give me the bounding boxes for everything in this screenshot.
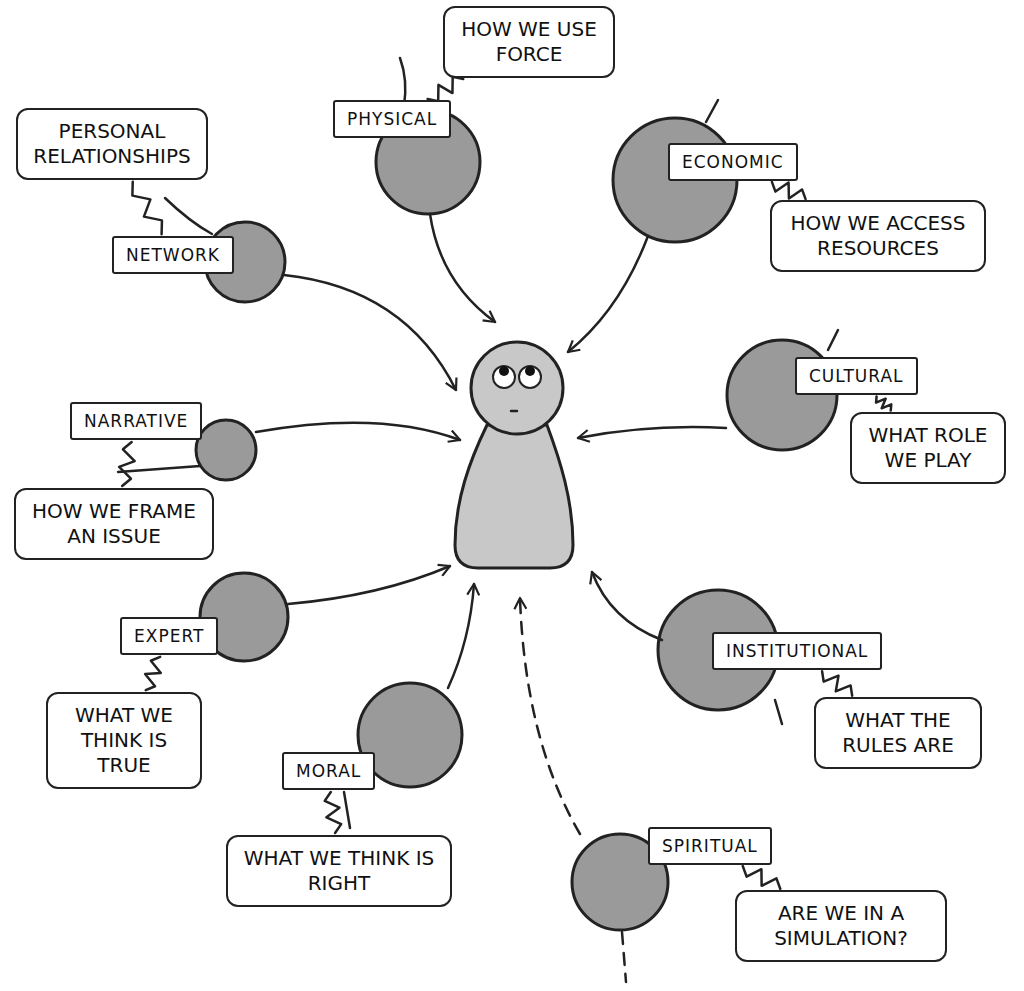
node-text: HOW WE ACCESS RESOURCES [782,211,974,261]
node-text: EXPERT [134,626,204,646]
stub-line [775,700,782,724]
person-pupil [499,366,509,376]
person-head [471,342,563,434]
callout-tail [743,866,781,889]
person-eye [493,366,515,388]
influence-arrow [284,275,456,390]
person-eye [519,366,541,388]
node-text: SPIRITUAL [662,836,758,856]
speech-bubble: HOW WE ACCESS RESOURCES [770,200,986,272]
node-text: PHYSICAL [347,109,437,129]
callout-tail [428,77,464,101]
category-label: MORAL [282,752,375,790]
person-body [455,425,573,568]
power-circle [196,420,256,480]
influence-arrow [256,423,460,440]
node-text: CULTURAL [809,366,904,386]
category-label: NETWORK [112,236,234,274]
node-text: PERSONAL RELATIONSHIPS [28,119,196,169]
node-text: HOW WE FRAME AN ISSUE [26,499,202,549]
dashed-line [622,932,626,982]
speech-bubble: PERSONAL RELATIONSHIPS [16,108,208,180]
stub-line [706,100,718,122]
influence-arrow [288,566,450,604]
callout-tail [325,792,341,833]
node-text: NARRATIVE [84,411,188,431]
stub-line [344,792,350,828]
node-text: ECONOMIC [682,152,784,172]
speech-bubble: HOW WE FRAME AN ISSUE [14,488,214,560]
node-text: WHAT ROLE WE PLAY [862,423,994,473]
callout-tail [119,442,135,486]
node-text: MORAL [296,761,361,781]
speech-bubble: WHAT WE THINK IS TRUE [46,692,202,789]
category-label: SPIRITUAL [648,827,772,865]
category-label: PHYSICAL [333,100,451,138]
dashed-arrow [520,598,580,834]
callout-tail [822,671,852,695]
speech-bubble: ARE WE IN A SIMULATION? [735,890,947,962]
callout-tail [145,657,161,690]
node-text: NETWORK [126,245,220,265]
influence-arrow [578,427,726,438]
node-text: WHAT WE THINK IS RIGHT [238,846,440,896]
category-label: NARRATIVE [70,402,202,440]
person-figure [455,342,573,568]
stub-line [828,330,838,350]
stub-line [118,466,200,472]
stub-line [400,58,405,106]
person-pupil [525,366,535,376]
influence-arrow [448,584,474,688]
callout-tail [876,396,891,410]
influence-arrow [592,572,662,640]
influence-arrow [568,236,648,352]
category-label: ECONOMIC [668,143,798,181]
speech-bubble: WHAT WE THINK IS RIGHT [226,835,452,907]
node-text: WHAT THE RULES ARE [826,708,970,758]
category-label: EXPERT [120,617,218,655]
speech-bubble: HOW WE USE FORCE [443,6,615,78]
stub-lines [118,58,838,828]
node-text: WHAT WE THINK IS TRUE [58,703,190,778]
node-text: ARE WE IN A SIMULATION? [747,901,935,951]
power-circles [196,110,837,930]
speech-bubble: WHAT ROLE WE PLAY [850,412,1006,484]
category-label: CULTURAL [795,357,918,395]
callout-tail [772,182,806,199]
node-text: INSTITUTIONAL [726,641,868,661]
person-mouth [511,410,517,413]
category-label: INSTITUTIONAL [712,632,882,670]
speech-bubble: WHAT THE RULES ARE [814,697,982,769]
influence-arrow [430,214,495,322]
callout-tail [132,182,162,234]
stub-line [165,198,212,234]
node-text: HOW WE USE FORCE [455,17,603,67]
